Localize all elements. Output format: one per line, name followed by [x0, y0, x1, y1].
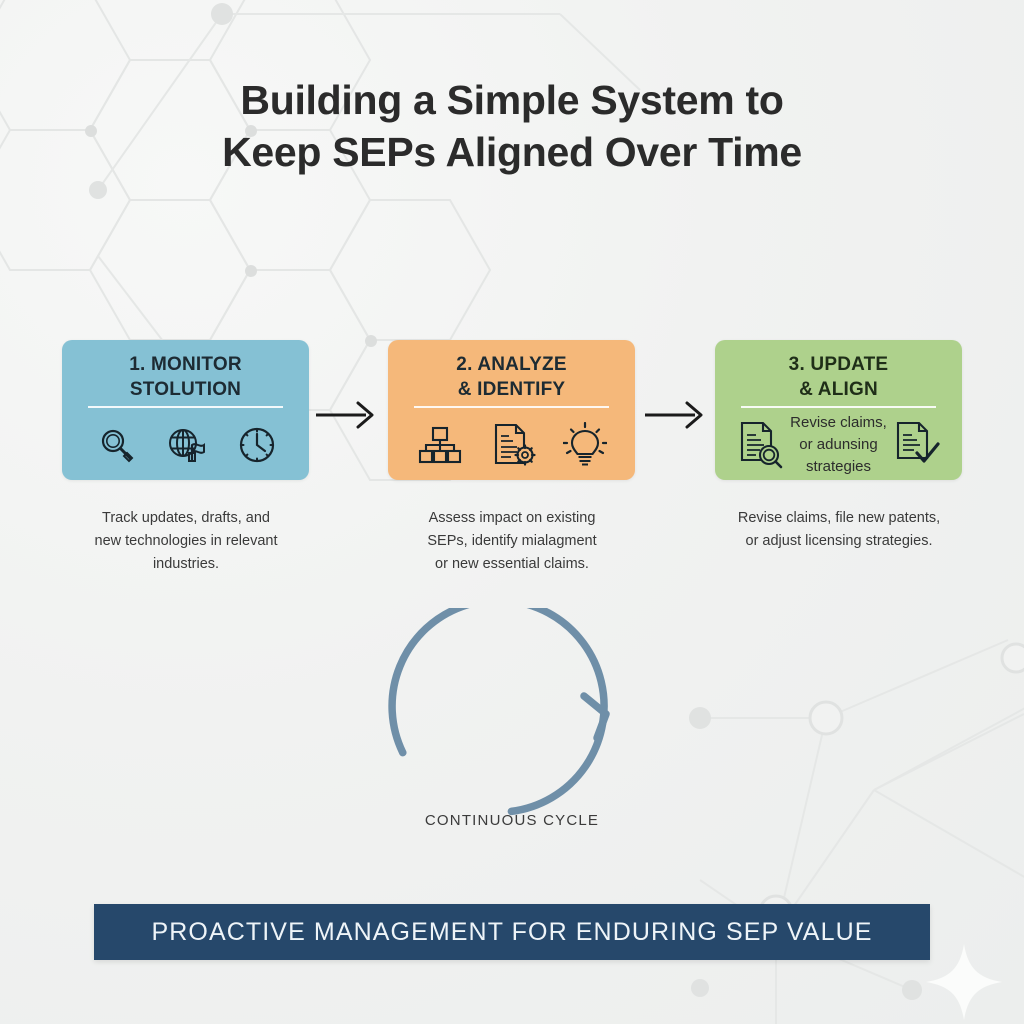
divider	[88, 406, 283, 408]
continuous-cycle-label: CONTINUOUS CYCLE	[424, 812, 600, 829]
step-title-line-1: 1. MONITOR	[129, 354, 242, 375]
document-check-icon	[896, 421, 940, 463]
magnifier-icon	[101, 429, 133, 463]
bottom-banner: PROACTIVE MANAGEMENT FOR ENDURING SEP VA…	[94, 904, 930, 960]
step-title-line-2: STOLUTION	[129, 379, 242, 400]
page-title: Building a Simple System to Keep SEPs Al…	[0, 74, 1024, 178]
step-card-update[interactable]: 3. UPDATE & ALIGN	[715, 340, 962, 480]
continuous-cycle-arrow-icon	[388, 608, 610, 816]
process-steps: 1. MONITOR STOLUTION	[0, 340, 1024, 490]
step-card-update-icons	[715, 414, 962, 476]
step-title-line-2: & IDENTIFY	[457, 379, 566, 400]
document-magnifier-icon	[740, 421, 782, 469]
step-card-analyze-icons	[388, 414, 635, 476]
step-title-line-1: 2. ANALYZE	[456, 354, 567, 375]
caption-line-2: SEPs, identify mialagment	[427, 533, 597, 549]
document-gear-icon	[494, 423, 536, 466]
step-card-monitor-icons	[62, 414, 309, 476]
caption-line-1: Track updates, drafts, and	[102, 510, 270, 526]
step-caption-analyze: Assess impact on existing SEPs, identify…	[381, 507, 643, 576]
clock-icon	[239, 427, 274, 463]
caption-line-3: or new essential claims.	[435, 556, 589, 572]
network-ring-nodes	[758, 642, 1024, 930]
globe-flag-icon	[168, 429, 205, 462]
hierarchy-icon	[418, 426, 461, 464]
step-card-analyze-title: 2. ANALYZE & IDENTIFY	[388, 352, 635, 402]
caption-line-2: new technologies in relevant	[94, 533, 278, 549]
step-card-analyze[interactable]: 2. ANALYZE & IDENTIFY	[388, 340, 635, 480]
step-title-line-1: 3. UPDATE	[788, 354, 889, 375]
step-card-update-title: 3. UPDATE & ALIGN	[715, 352, 962, 402]
sparkle-icon	[926, 944, 1002, 1020]
step-caption-monitor: Track updates, drafts, and new technolog…	[55, 507, 317, 576]
step-card-monitor-title: 1. MONITOR STOLUTION	[62, 352, 309, 402]
connector-arrow-2	[645, 401, 703, 429]
divider	[414, 406, 609, 408]
step-caption-update: Revise claims, file new patents, or adju…	[708, 507, 970, 553]
page-title-line-1: Building a Simple System to	[240, 77, 784, 123]
caption-line-1: Assess impact on existing	[428, 510, 596, 526]
bottom-banner-text: PROACTIVE MANAGEMENT FOR ENDURING SEP VA…	[151, 917, 873, 946]
connector-arrow-1	[316, 401, 374, 429]
step-title-line-2: & ALIGN	[799, 379, 878, 400]
caption-line-1: Revise claims, file new patents,	[737, 510, 941, 526]
caption-line-2: or adjust licensing strategies.	[745, 533, 933, 549]
caption-line-3: industries.	[152, 556, 220, 572]
lightbulb-icon	[562, 422, 607, 466]
page-title-line-2: Keep SEPs Aligned Over Time	[222, 129, 802, 175]
step-card-monitor[interactable]: 1. MONITOR STOLUTION	[62, 340, 309, 480]
divider	[741, 406, 936, 408]
